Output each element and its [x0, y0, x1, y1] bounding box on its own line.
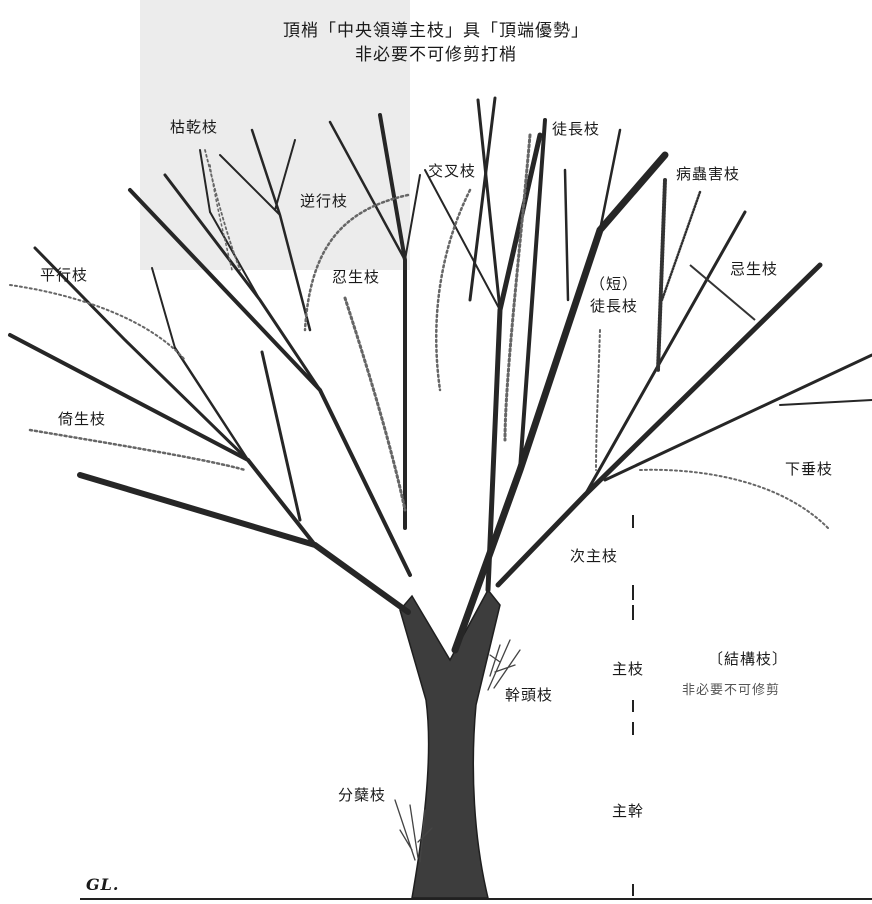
label-crossing-branch: 交叉枝 [428, 162, 477, 180]
tree-trunk [399, 588, 501, 899]
label-scaffold: 主枝 [612, 660, 645, 678]
pest-branches [656, 178, 702, 372]
label-parallel-branch: 平行枝 [40, 266, 89, 284]
label-structural-branch: 〔結構枝〕 [708, 650, 789, 668]
label-trunk-sprout: 幹頭枝 [505, 686, 554, 704]
label-dead-branch: 枯乾枝 [170, 118, 219, 136]
label-drooping-branch: 下垂枝 [785, 460, 834, 478]
label-rubbing-branch: 忌生枝 [730, 260, 779, 278]
label-water-sprout: 徒長枝 [552, 120, 601, 138]
label-secondary-scaffold: 次主枝 [570, 547, 619, 565]
ground-line-label: GL. [86, 875, 120, 894]
label-inward-branch: 忍生枝 [332, 268, 381, 286]
print-shadow [140, 0, 410, 270]
label-trunk: 主幹 [612, 802, 645, 820]
label-oblique-branch: 倚生枝 [58, 410, 107, 428]
title-line-1: 頂梢「中央領導主枝」具「頂端優勢」 [283, 21, 589, 41]
right-scaffold-branches [424, 96, 872, 654]
label-short-water-sprout-1: （短） [590, 275, 639, 293]
prunable-branches [9, 133, 829, 529]
sprout-tufts [394, 639, 521, 863]
label-root-sucker: 分蘖枝 [338, 786, 387, 804]
rubbing-branch-line [689, 264, 756, 321]
label-short-water-sprout-2: 徒長枝 [590, 297, 639, 315]
label-structural-note: 非必要不可修剪 [682, 683, 781, 698]
label-reverse-branch: 逆行枝 [300, 192, 349, 210]
label-pest-branch: 病蟲害枝 [676, 165, 741, 183]
title-line-2: 非必要不可修剪打梢 [355, 45, 517, 65]
